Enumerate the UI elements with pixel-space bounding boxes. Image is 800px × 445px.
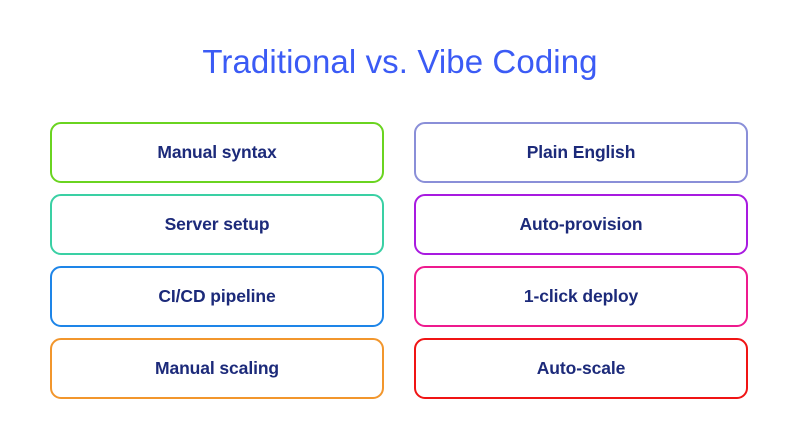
column-vibe: Plain English Auto-provision 1-click dep… [414,122,748,399]
page-title: Traditional vs. Vibe Coding [202,43,598,80]
card-auto-scale[interactable]: Auto-scale [414,338,748,399]
card-1-click-deploy[interactable]: 1-click deploy [414,266,748,327]
card-label: Manual scaling [154,358,280,378]
card-plain-english[interactable]: Plain English [414,122,748,183]
card-auto-provision[interactable]: Auto-provision [414,194,748,255]
card-manual-syntax[interactable]: Manual syntax [50,122,384,183]
card-label: CI/CD pipeline [158,286,276,306]
card-label: 1-click deploy [523,286,639,306]
card-label: Auto-provision [519,214,643,234]
card-label: Plain English [526,142,636,162]
card-label: Auto-scale [536,358,626,378]
card-manual-scaling[interactable]: Manual scaling [50,338,384,399]
card-label: Manual syntax [157,142,277,162]
comparison-columns: Manual syntax Server setup CI/CD pipelin… [50,122,748,399]
column-traditional: Manual syntax Server setup CI/CD pipelin… [50,122,384,399]
card-server-setup[interactable]: Server setup [50,194,384,255]
card-cicd-pipeline[interactable]: CI/CD pipeline [50,266,384,327]
card-label: Server setup [164,214,270,234]
